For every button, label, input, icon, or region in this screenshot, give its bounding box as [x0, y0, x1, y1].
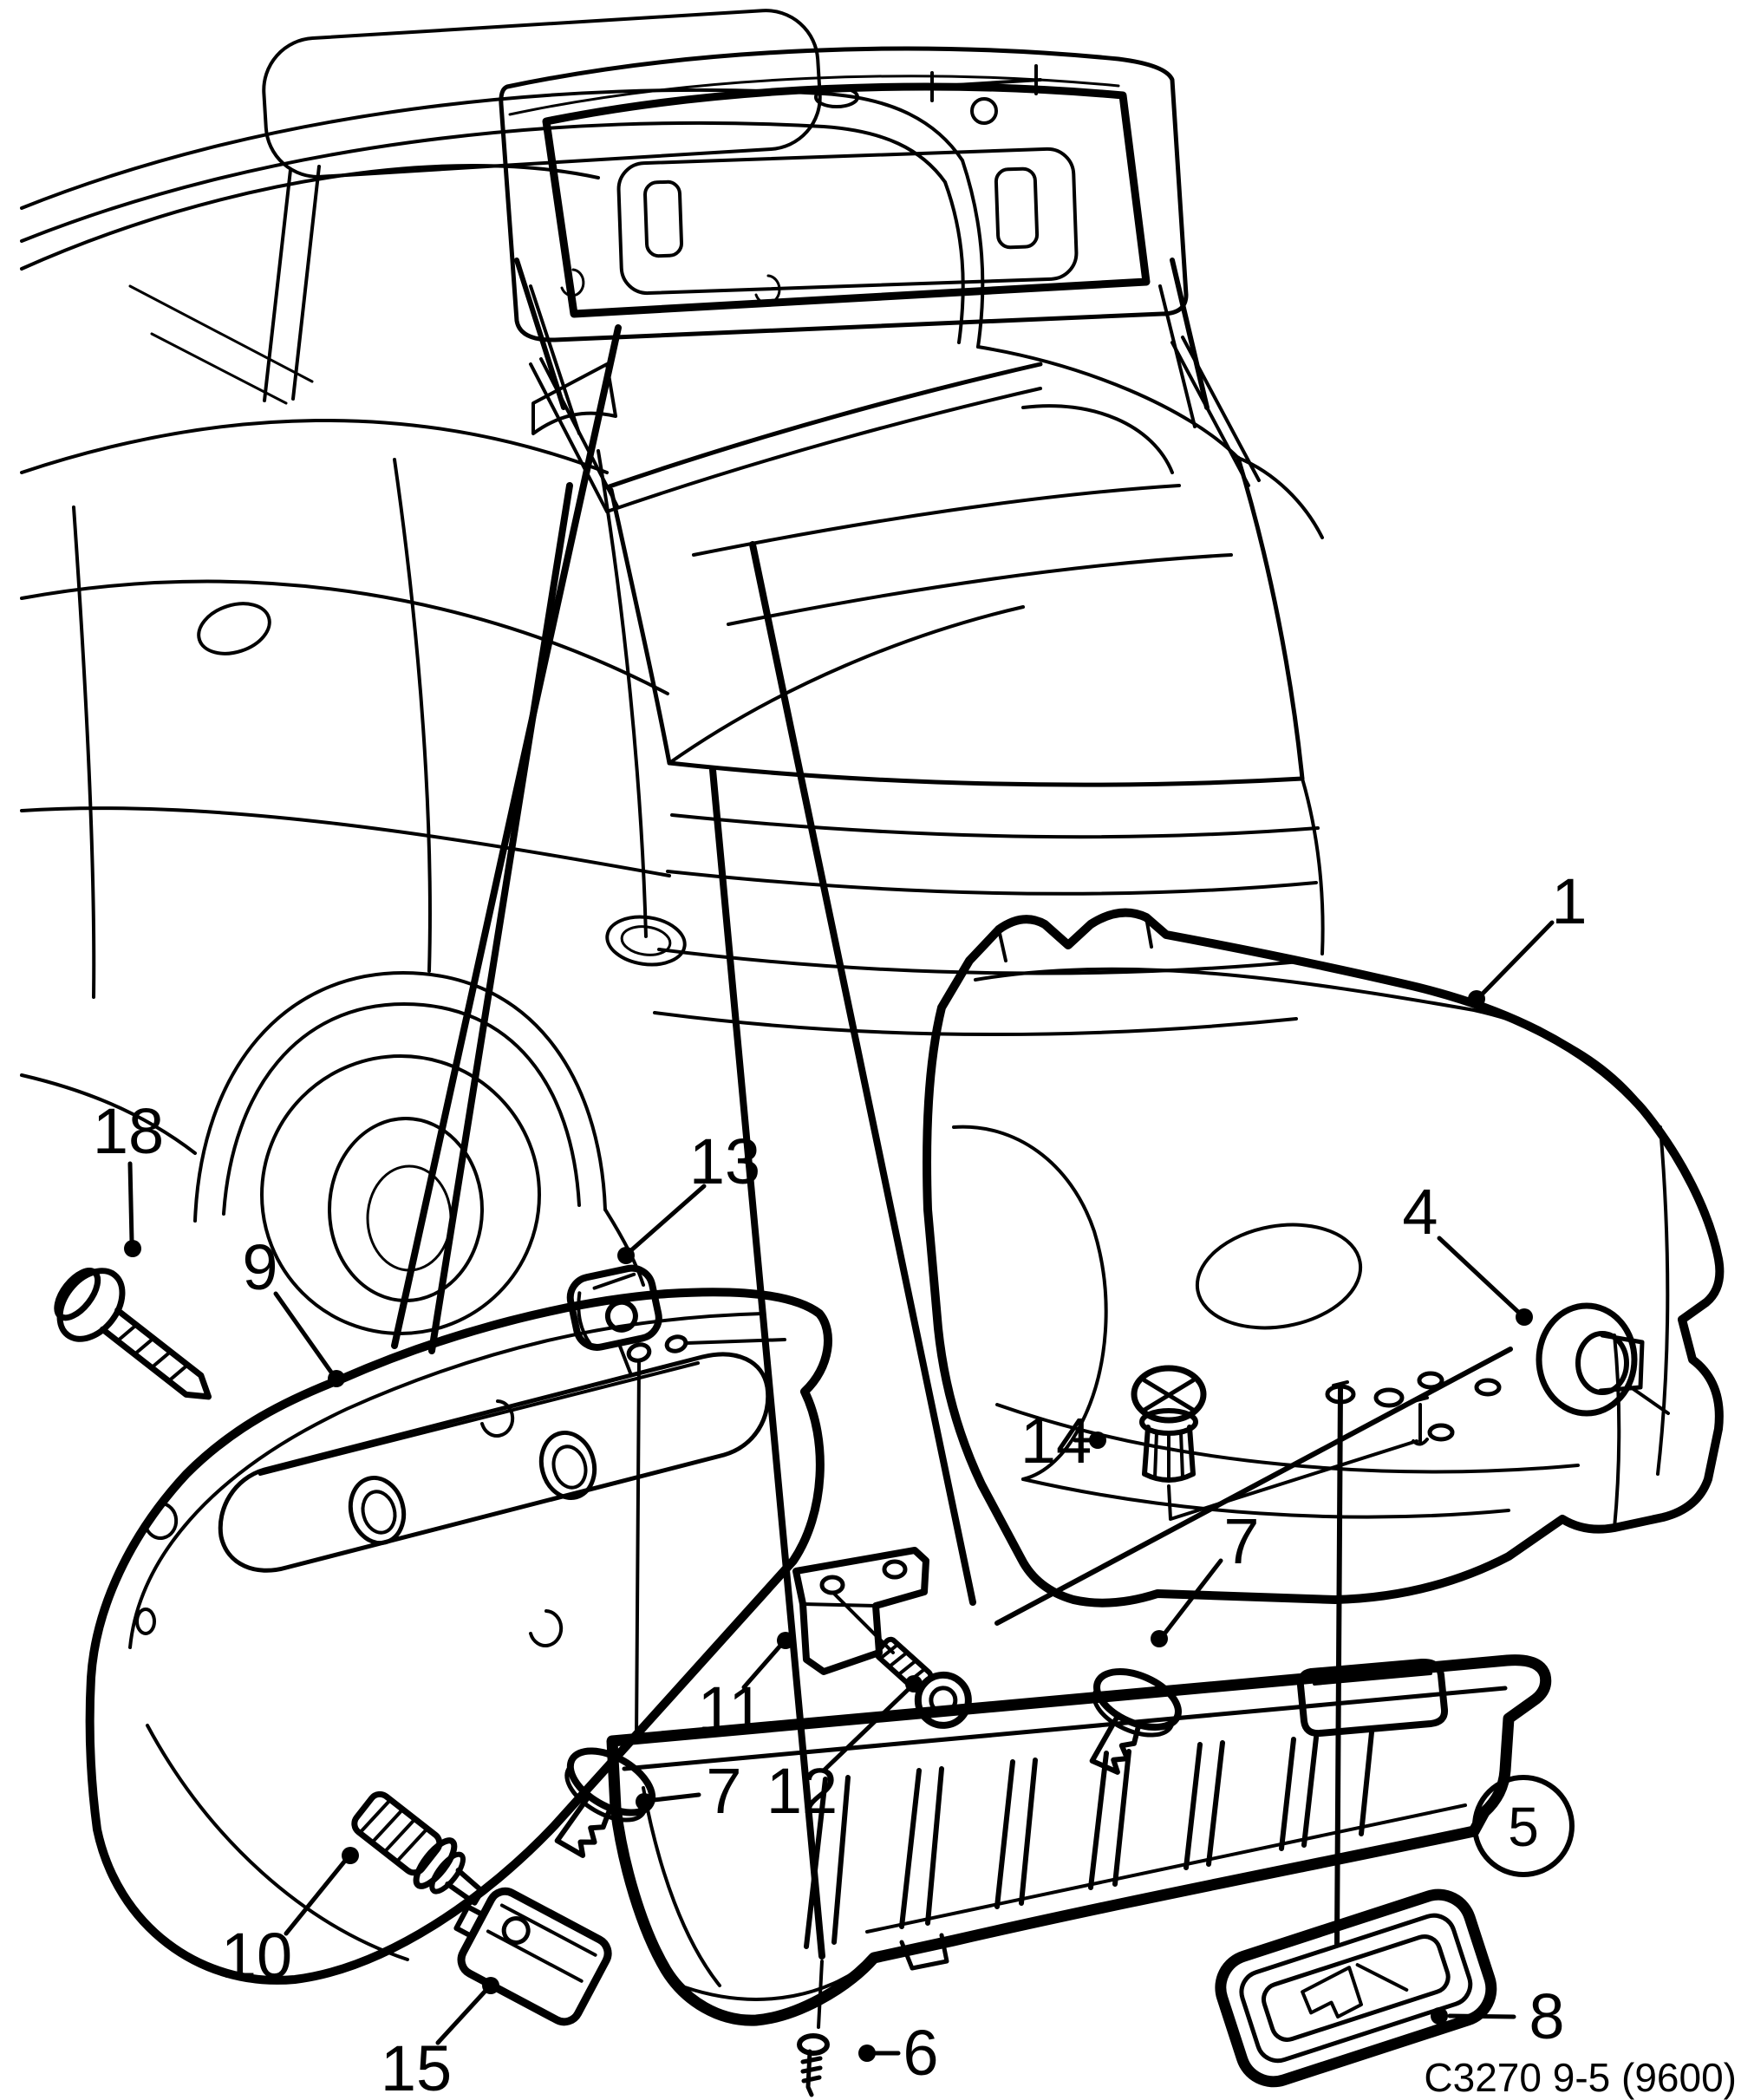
trunk-lid — [499, 46, 1261, 513]
part-12-bolt — [874, 1636, 972, 1729]
lock-cylinder — [970, 97, 998, 125]
part-4-grommet — [1536, 1302, 1670, 1417]
rear-wheel — [260, 1054, 541, 1335]
part-10-anchor — [351, 1790, 485, 1906]
panel9-grommet-a — [348, 1475, 407, 1546]
callout-8[interactable]: 8 — [1529, 1980, 1564, 2052]
panel9-grommet-b — [538, 1430, 597, 1501]
sill-handle-recess — [1296, 1658, 1449, 1738]
part-8-handle-cup — [1215, 1888, 1497, 2088]
part-14-plug — [1131, 1365, 1207, 1483]
part-18-screw — [54, 1268, 212, 1400]
callout-12[interactable]: 12 — [766, 1755, 838, 1827]
panel9-hole-b — [664, 1334, 688, 1353]
part-15-latch — [453, 1887, 612, 2026]
callout-4[interactable]: 4 — [1402, 1176, 1438, 1248]
door-handle — [197, 602, 271, 655]
clip13-connector — [617, 1342, 633, 1377]
sill-ribs — [804, 1730, 1374, 1949]
callouts: 18 9 13 1 4 14 7 11 7 12 10 15 6 8 5 — [93, 865, 1588, 2100]
car-rear-bumper — [20, 777, 1325, 1036]
callout-7-right[interactable]: 7 — [1223, 1505, 1259, 1577]
lid-inner-recess — [616, 147, 1079, 296]
diagram-code: C3270 9-5 (9600) — [1424, 2055, 1737, 2100]
callout-11[interactable]: 11 — [698, 1673, 765, 1745]
callout-18[interactable]: 18 — [93, 1095, 164, 1167]
callout-14[interactable]: 14 — [1020, 1405, 1092, 1477]
callout-5-circle — [1472, 1775, 1575, 1877]
callout-5[interactable]: 5 — [1508, 1796, 1539, 1858]
callout-9[interactable]: 9 — [242, 1231, 277, 1303]
part-5-sill-panel — [606, 1654, 1552, 2026]
callout-6[interactable]: 6 — [903, 2017, 938, 2089]
leader-lid-to-panel9-b — [428, 482, 573, 1354]
callout-10[interactable]: 10 — [221, 1920, 292, 1992]
panel9-hole-a — [626, 1342, 652, 1363]
lid-lock-bar — [926, 64, 1042, 102]
callout-leaders — [124, 920, 1555, 2062]
car-illustration — [20, 9, 1325, 1335]
callout-7-left[interactable]: 7 — [706, 1755, 741, 1827]
part-13-clip — [566, 1264, 662, 1351]
leader-trunk-to-sill-a — [749, 541, 976, 1606]
leader-lid-to-panel9-a — [391, 324, 622, 1349]
exhaust-tip — [605, 915, 687, 967]
part-1-side-panel — [923, 908, 1725, 1608]
trunk-aperture — [604, 345, 1324, 787]
part-6-screw — [797, 1960, 830, 2097]
car-side-windows — [20, 164, 617, 474]
car-body-side — [20, 449, 669, 1335]
panel1-floor-holes — [1325, 1371, 1502, 1446]
part-11-bracket — [792, 1547, 929, 1675]
callout-1[interactable]: 1 — [1551, 865, 1587, 937]
callout-13[interactable]: 13 — [689, 1125, 760, 1197]
callout-15[interactable]: 15 — [381, 2032, 452, 2100]
part-9-lid-trim-panel — [85, 1288, 832, 1985]
leader-trunk-to-sill-b — [709, 766, 825, 1960]
leader-panel1-to-sill — [994, 1347, 1513, 1626]
